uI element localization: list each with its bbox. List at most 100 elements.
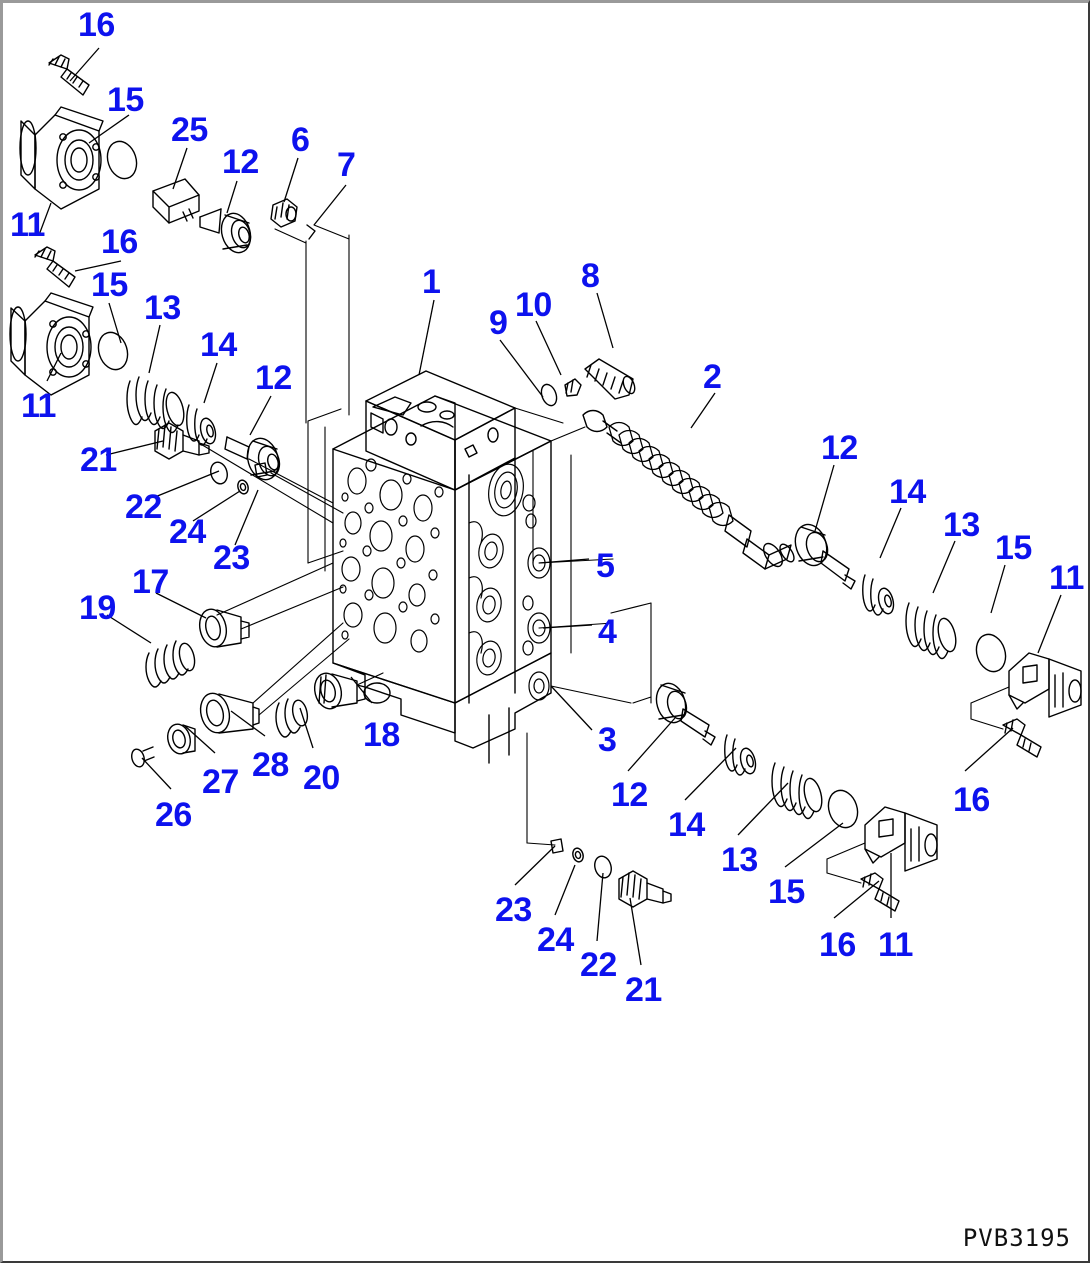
leader-line — [69, 47, 100, 82]
leader-line — [283, 157, 299, 203]
callout-number-15[interactable]: 15 — [107, 81, 144, 119]
leader-line — [932, 540, 956, 594]
line-art-layer — [9, 54, 1082, 912]
part-20-spring — [275, 698, 309, 738]
callout-number-22[interactable]: 22 — [580, 946, 617, 984]
callout-number-11[interactable]: 11 — [878, 926, 913, 964]
leader-line — [350, 676, 373, 704]
drawing-id-label: PVB3195 — [962, 1224, 1071, 1252]
callout-number-12[interactable]: 12 — [821, 429, 858, 467]
callout-number-12[interactable]: 12 — [611, 776, 648, 814]
callout-number-10[interactable]: 10 — [515, 286, 552, 324]
part-21-bottom-plug — [618, 870, 672, 908]
callout-number-28[interactable]: 28 — [252, 746, 289, 784]
callout-number-5[interactable]: 5 — [596, 547, 615, 585]
leader-line — [684, 747, 737, 801]
part-11-lower-flange — [9, 292, 94, 396]
callout-number-24[interactable]: 24 — [537, 921, 574, 959]
callout-number-18[interactable]: 18 — [363, 716, 400, 754]
part-17-bushing — [198, 608, 250, 648]
callout-number-9[interactable]: 9 — [489, 304, 508, 342]
part-25-pin — [152, 178, 200, 224]
callout-number-11[interactable]: 11 — [1049, 559, 1084, 597]
leader-line — [990, 564, 1006, 614]
callout-number-7[interactable]: 7 — [337, 146, 356, 184]
part-13-bottom — [771, 762, 823, 820]
callout-number-16[interactable]: 16 — [819, 926, 856, 964]
part-22-bottom-washer — [594, 855, 612, 879]
callout-number-15[interactable]: 15 — [768, 873, 805, 911]
callout-number-13[interactable]: 13 — [721, 841, 758, 879]
leader-line — [108, 302, 122, 344]
part-11-bottom — [864, 806, 938, 872]
leader-line — [538, 558, 590, 564]
callout-number-3[interactable]: 3 — [598, 721, 617, 759]
leader-line — [554, 864, 576, 916]
callout-number-17[interactable]: 17 — [132, 563, 169, 601]
part-16-upper-bolt — [48, 54, 90, 96]
part-15-right — [975, 633, 1007, 673]
callout-number-14[interactable]: 14 — [889, 473, 926, 511]
leader-line — [105, 440, 164, 456]
callout-number-11[interactable]: 11 — [10, 206, 45, 244]
leader-line — [46, 352, 62, 382]
callout-number-27[interactable]: 27 — [202, 763, 239, 801]
leader-line — [172, 147, 188, 190]
callout-number-2[interactable]: 2 — [703, 358, 722, 396]
leader-line — [784, 822, 844, 868]
callout-number-24[interactable]: 24 — [169, 513, 206, 551]
leader-line — [148, 324, 161, 374]
callout-number-16[interactable]: 16 — [953, 781, 990, 819]
leader-line — [514, 845, 556, 886]
part-15-bottom — [827, 789, 859, 829]
leader-line — [596, 292, 614, 349]
callout-number-4[interactable]: 4 — [598, 613, 617, 651]
part-11-right — [1008, 652, 1082, 718]
callout-number-6[interactable]: 6 — [291, 121, 310, 159]
leader-line — [629, 897, 642, 966]
callout-number-23[interactable]: 23 — [495, 891, 532, 929]
callout-number-12[interactable]: 12 — [255, 359, 292, 397]
callout-number-25[interactable]: 25 — [171, 111, 208, 149]
leader-line — [550, 685, 593, 731]
callout-number-12[interactable]: 12 — [222, 143, 259, 181]
callout-number-20[interactable]: 20 — [303, 759, 340, 797]
leader-line — [184, 725, 216, 754]
leader-line — [249, 395, 272, 436]
callout-number-15[interactable]: 15 — [91, 266, 128, 304]
leader-line — [542, 624, 593, 629]
leader-line — [230, 710, 266, 737]
callout-number-14[interactable]: 14 — [200, 326, 237, 364]
callout-number-26[interactable]: 26 — [155, 796, 192, 834]
part-22-washer — [210, 461, 228, 485]
callout-number-21[interactable]: 21 — [625, 971, 662, 1009]
callout-number-22[interactable]: 22 — [125, 488, 162, 526]
part-24-oring — [237, 479, 249, 495]
callout-number-23[interactable]: 23 — [213, 539, 250, 577]
leader-line — [964, 727, 1014, 772]
part-18-plug — [313, 672, 366, 710]
part-7-edge — [306, 224, 316, 240]
callout-number-1[interactable]: 1 — [422, 263, 441, 301]
leader-line — [535, 320, 562, 376]
callout-number-13[interactable]: 13 — [943, 506, 980, 544]
leader-lines-layer — [38, 47, 1062, 966]
callout-number-16[interactable]: 16 — [78, 6, 115, 44]
leader-line — [299, 707, 314, 749]
callout-number-21[interactable]: 21 — [80, 441, 117, 479]
callout-number-15[interactable]: 15 — [995, 529, 1032, 567]
callout-number-8[interactable]: 8 — [581, 257, 600, 295]
part-12-bottom — [655, 682, 716, 746]
part-16-lower-bolt — [34, 246, 76, 288]
leader-line — [833, 880, 880, 919]
callout-number-13[interactable]: 13 — [144, 289, 181, 327]
callout-number-16[interactable]: 16 — [101, 223, 138, 261]
callout-number-14[interactable]: 14 — [668, 806, 705, 844]
leader-line — [88, 114, 130, 144]
callout-number-11[interactable]: 11 — [21, 387, 56, 425]
callout-number-19[interactable]: 19 — [79, 589, 116, 627]
part-14-right — [862, 574, 895, 616]
part-28-sleeve — [199, 692, 260, 734]
leader-line — [499, 339, 544, 398]
